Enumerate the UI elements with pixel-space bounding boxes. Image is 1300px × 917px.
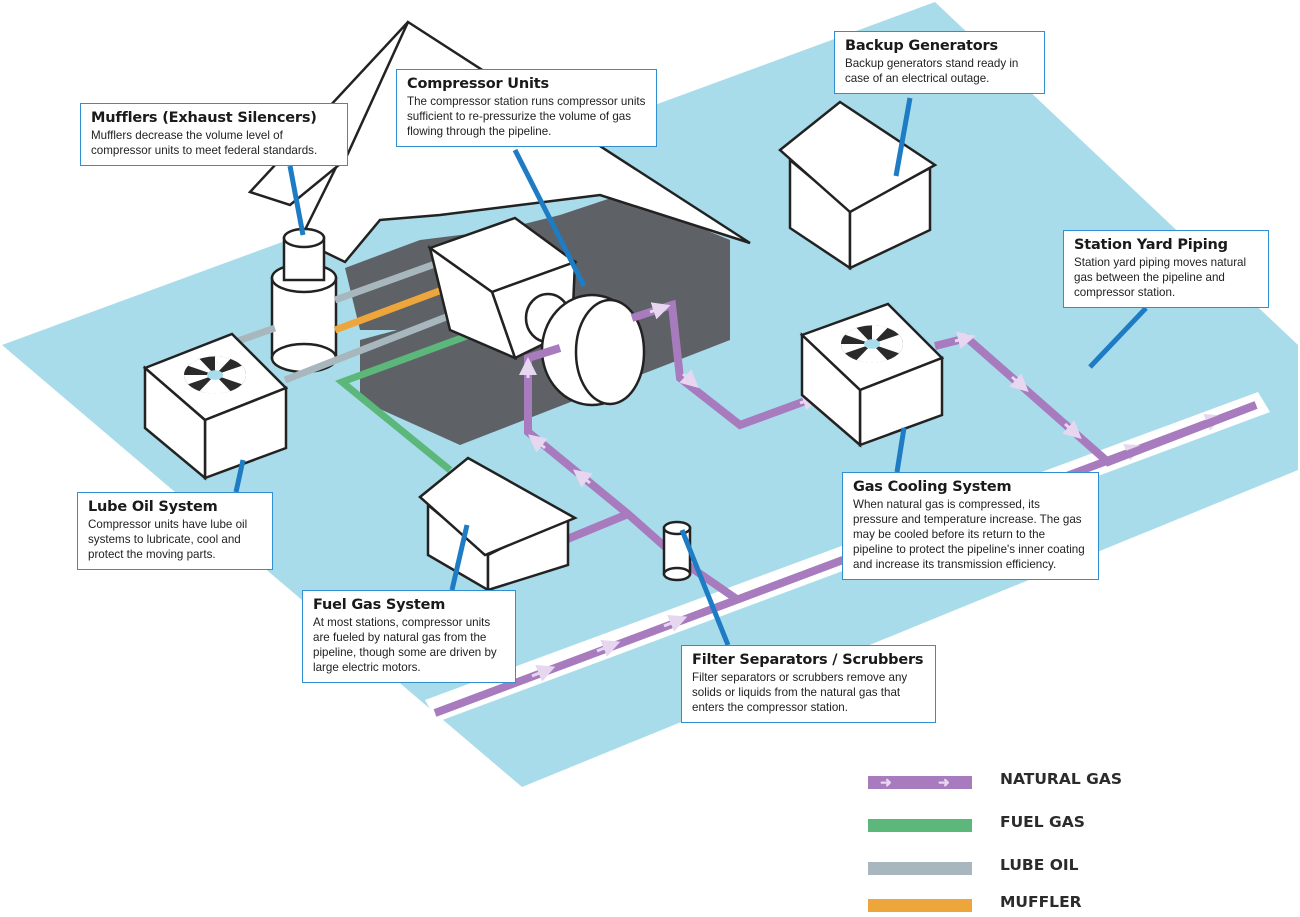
legend-label: FUEL GAS [1000, 813, 1085, 831]
callout-mufflers: Mufflers (Exhaust Silencers) Mufflers de… [80, 103, 348, 166]
fuel-gas-line [335, 318, 507, 473]
callout-compressor-units: Compressor Units The compressor station … [396, 69, 657, 147]
callout-text: Compressor units have lube oil systems t… [88, 518, 248, 561]
backup-generator-house [778, 100, 938, 271]
callout-title: Gas Cooling System [853, 479, 1012, 495]
arrow-icon: ➜ [880, 774, 892, 790]
callout-text: Filter separators or scrubbers remove an… [692, 671, 908, 714]
callout-title: Backup Generators [845, 38, 998, 54]
legend-swatch [868, 862, 972, 875]
legend-swatch: ➜ ➜ [868, 774, 972, 790]
legend-swatch [868, 899, 972, 912]
legend-label: NATURAL GAS [1000, 770, 1123, 788]
muffler-line [333, 280, 460, 334]
gas-cooler-fan-icon [841, 325, 903, 363]
legend-swatch [868, 819, 972, 832]
callout-text: When natural gas is compressed, its pres… [853, 498, 1085, 571]
callout-text: At most stations, compressor units are f… [313, 616, 497, 674]
callout-gas-cooling-system: Gas Cooling System When natural gas is c… [842, 472, 1099, 580]
callout-text: Mufflers decrease the volume level of co… [91, 129, 318, 157]
lube-oil-line-left [233, 324, 277, 346]
callout-station-yard-piping: Station Yard Piping Station yard piping … [1063, 230, 1269, 308]
callout-fuel-gas-system: Fuel Gas System At most stations, compre… [302, 590, 516, 683]
callout-backup-generators: Backup Generators Backup generators stan… [834, 31, 1045, 94]
callout-text: Backup generators stand ready in case of… [845, 57, 1019, 85]
lube-oil-fan-icon [184, 356, 246, 394]
callout-title: Fuel Gas System [313, 597, 446, 613]
callout-title: Compressor Units [407, 76, 549, 92]
legend-label: MUFFLER [1000, 893, 1082, 911]
callout-lube-oil-system: Lube Oil System Compressor units have lu… [77, 492, 273, 570]
filter-separator [662, 520, 692, 582]
fuel-gas-tap [563, 510, 630, 544]
callout-title: Filter Separators / Scrubbers [692, 652, 924, 668]
callout-text: Station yard piping moves natural gas be… [1074, 256, 1247, 299]
callout-title: Lube Oil System [88, 499, 218, 515]
legend-label: LUBE OIL [1000, 856, 1079, 874]
callout-leaders [233, 97, 1148, 646]
fuel-gas-house [418, 456, 578, 593]
compressor-unit [427, 216, 646, 407]
callout-title: Mufflers (Exhaust Silencers) [91, 110, 317, 126]
lube-oil-line-upper [333, 260, 437, 304]
callout-filter-separators: Filter Separators / Scrubbers Filter sep… [681, 645, 936, 723]
arrow-icon: ➜ [938, 774, 950, 790]
callout-title: Station Yard Piping [1074, 237, 1228, 253]
yard-piping-discharge [934, 333, 1258, 467]
callout-text: The compressor station runs compressor u… [407, 95, 646, 138]
